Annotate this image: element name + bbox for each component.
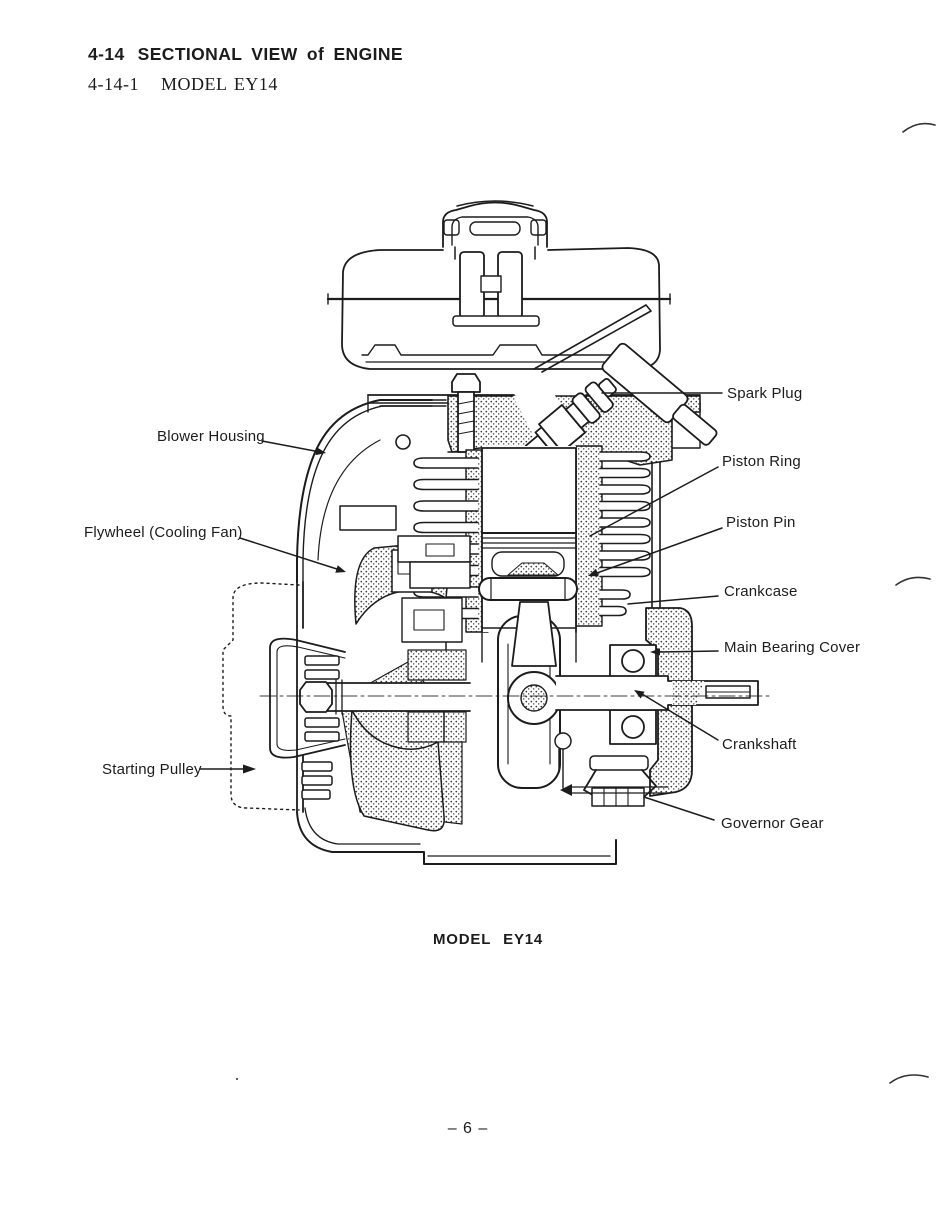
main-bearing-cover-leader-line: [659, 650, 719, 653]
callout-governor-gear: Governor Gear: [721, 815, 824, 832]
scan-curl-bottom-right: [889, 1074, 929, 1084]
piston-pin-leader-line: [596, 527, 723, 574]
flywheel-arrowhead: [335, 565, 346, 573]
subsection-title: MODEL EY14: [161, 74, 278, 94]
flywheel-leader-line: [239, 537, 341, 571]
blower-housing-arrowhead: [315, 447, 326, 456]
crankshaft-leader-line: [641, 693, 719, 741]
scan-speck: [235, 1077, 239, 1081]
tank-baffle-drawing: [452, 251, 540, 327]
intake-blocks-drawing: [397, 535, 471, 643]
starting-pulley-drawing: [222, 582, 346, 811]
main-bearing-cover-arrowhead: [650, 648, 660, 656]
blower-housing-leader-line: [261, 440, 321, 453]
figure-caption: MODEL EY14: [433, 931, 543, 948]
callout-flywheel-cooling-fan: Flywheel (Cooling Fan): [84, 524, 243, 541]
crankcase-leader-line: [627, 595, 719, 605]
callout-starting-pulley: Starting Pulley: [102, 761, 202, 778]
page-heading: 4-14 SECTIONAL VIEW of ENGINE 4-14-1 MODEL…: [88, 44, 403, 95]
figure-caption-model-code: EY14: [503, 931, 544, 948]
section-number: 4-14: [88, 44, 125, 64]
crankshaft-drawing: [259, 675, 771, 715]
scan-curl-top-right: [902, 122, 936, 133]
piston-pin-arrowhead: [588, 568, 599, 577]
callout-crankcase: Crankcase: [724, 583, 798, 600]
piston-assembly-drawing: [478, 532, 578, 789]
subsection-number: 4-14-1: [88, 74, 139, 94]
figure-caption-model-word: MODEL: [433, 931, 492, 948]
subsection-heading: 4-14-1 MODEL EY14: [88, 74, 403, 95]
section-title: SECTIONAL VIEW of ENGINE: [137, 44, 403, 64]
callout-main-bearing-cover: Main Bearing Cover: [724, 639, 861, 656]
scan-curl-mid-right: [895, 576, 931, 586]
piston-ring-leader-line: [589, 466, 719, 537]
governor-gear-leader-line: [643, 796, 715, 821]
callout-piston-ring: Piston Ring: [722, 453, 801, 470]
callout-blower-housing: Blower Housing: [157, 428, 265, 445]
callout-spark-plug: Spark Plug: [727, 385, 803, 402]
callout-piston-pin: Piston Pin: [726, 514, 796, 531]
callout-crankshaft: Crankshaft: [722, 736, 797, 753]
callout-leader-lines: [199, 392, 723, 821]
scan-curl-marks: [235, 122, 936, 1084]
head-bolt-drawing: [447, 373, 485, 453]
section-heading: 4-14 SECTIONAL VIEW of ENGINE: [88, 44, 403, 65]
fuel-tank-drawing: [326, 200, 672, 373]
fuel-cap-drawing: [442, 200, 548, 260]
starting-pulley-arrowhead: [243, 764, 256, 774]
crankshaft-arrowhead: [634, 690, 645, 699]
page-number: – 6 –: [447, 1120, 489, 1137]
